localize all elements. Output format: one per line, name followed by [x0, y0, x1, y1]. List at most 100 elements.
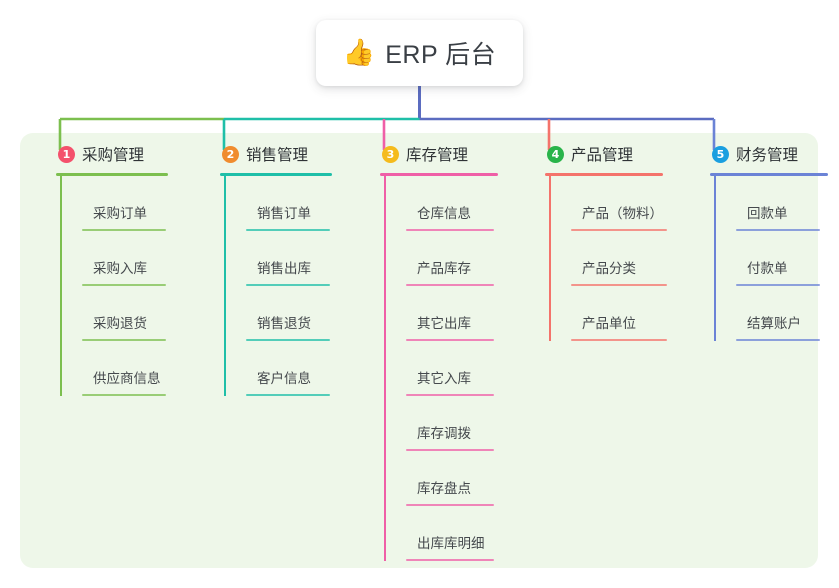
leaf-node[interactable]: 产品（物料） — [549, 176, 667, 231]
leaf-node[interactable]: 付款单 — [714, 231, 828, 286]
leaf-node[interactable]: 出库库明细 — [384, 506, 498, 561]
leaf-node-label: 回款单 — [747, 206, 788, 221]
leaf-node[interactable]: 库存盘点 — [384, 451, 498, 506]
root-node-card[interactable]: 👍 ERP 后台 — [316, 20, 523, 86]
leaf-node-label: 产品（物料） — [582, 206, 663, 221]
leaf-node-underline — [736, 229, 820, 231]
leaf-node-underline — [571, 339, 667, 341]
leaf-node[interactable]: 销售订单 — [224, 176, 332, 231]
leaf-node-label: 销售订单 — [257, 206, 311, 221]
column-items: 回款单付款单结算账户 — [692, 176, 828, 341]
leaf-node-label: 产品单位 — [582, 316, 636, 331]
leaf-node[interactable]: 产品单位 — [549, 286, 667, 341]
column-underline — [710, 173, 828, 176]
leaf-node-underline — [406, 449, 494, 451]
leaf-node-underline — [571, 284, 667, 286]
column-header-1[interactable]: 1 采购管理 — [38, 142, 168, 166]
leaf-node[interactable]: 采购退货 — [60, 286, 168, 341]
thumbs-up-icon: 👍 — [342, 38, 376, 68]
column-spine — [60, 176, 62, 396]
leaf-node[interactable]: 产品库存 — [384, 231, 498, 286]
column-header-4[interactable]: 4 产品管理 — [527, 142, 663, 166]
leaf-node[interactable]: 客户信息 — [224, 341, 332, 396]
content-panel — [20, 133, 818, 568]
leaf-node[interactable]: 供应商信息 — [60, 341, 168, 396]
leaf-node-underline — [406, 284, 494, 286]
column-number-badge: 3 — [382, 145, 399, 163]
leaf-node-underline — [406, 229, 494, 231]
column-title: 采购管理 — [82, 147, 145, 164]
column-spine — [224, 176, 226, 396]
leaf-node-label: 采购退货 — [93, 316, 147, 331]
column-5: 5 财务管理回款单付款单结算账户 — [692, 142, 828, 341]
column-title: 销售管理 — [246, 147, 309, 164]
column-header-2[interactable]: 2 销售管理 — [202, 142, 332, 166]
column-number-badge: 4 — [547, 145, 564, 163]
column-2: 2 销售管理销售订单销售出库销售退货客户信息 — [202, 142, 332, 396]
leaf-node-label: 销售退货 — [257, 316, 311, 331]
leaf-node-underline — [736, 339, 820, 341]
leaf-node-underline — [82, 394, 166, 396]
column-items: 销售订单销售出库销售退货客户信息 — [202, 176, 332, 396]
leaf-node-underline — [406, 559, 494, 561]
leaf-node-underline — [406, 394, 494, 396]
column-3: 3 库存管理仓库信息产品库存其它出库其它入库库存调拨库存盘点出库库明细 — [362, 142, 498, 561]
leaf-node-label: 采购订单 — [93, 206, 147, 221]
leaf-node-underline — [246, 229, 330, 231]
leaf-node-label: 库存调拨 — [417, 426, 471, 441]
column-number-badge: 5 — [712, 145, 729, 163]
leaf-node-label: 销售出库 — [257, 261, 311, 276]
leaf-node-underline — [246, 284, 330, 286]
leaf-node[interactable]: 销售出库 — [224, 231, 332, 286]
leaf-node-underline — [82, 229, 166, 231]
leaf-node-label: 采购入库 — [93, 261, 147, 276]
column-4: 4 产品管理产品（物料） 产品分类产品单位 — [527, 142, 667, 341]
leaf-node[interactable]: 结算账户 — [714, 286, 828, 341]
leaf-node[interactable]: 其它出库 — [384, 286, 498, 341]
leaf-node[interactable]: 采购订单 — [60, 176, 168, 231]
column-spine — [384, 176, 386, 561]
leaf-node-underline — [736, 284, 820, 286]
leaf-node-underline — [246, 394, 330, 396]
leaf-node[interactable]: 采购入库 — [60, 231, 168, 286]
column-items: 采购订单采购入库采购退货供应商信息 — [38, 176, 168, 396]
leaf-node[interactable]: 回款单 — [714, 176, 828, 231]
leaf-node-label: 产品分类 — [582, 261, 636, 276]
column-underline — [56, 173, 168, 176]
column-underline — [380, 173, 498, 176]
column-underline — [220, 173, 332, 176]
leaf-node-underline — [246, 339, 330, 341]
column-1: 1 采购管理采购订单采购入库采购退货供应商信息 — [38, 142, 168, 396]
leaf-node-label: 其它出库 — [417, 316, 471, 331]
leaf-node-label: 仓库信息 — [417, 206, 471, 221]
leaf-node-label: 客户信息 — [257, 371, 311, 386]
root-node-title: ERP 后台 — [385, 41, 497, 69]
leaf-node[interactable]: 仓库信息 — [384, 176, 498, 231]
leaf-node-label: 结算账户 — [747, 316, 801, 331]
leaf-node-label: 库存盘点 — [417, 481, 471, 496]
leaf-node[interactable]: 库存调拨 — [384, 396, 498, 451]
leaf-node-underline — [571, 229, 667, 231]
column-title: 产品管理 — [571, 147, 634, 164]
leaf-node[interactable]: 销售退货 — [224, 286, 332, 341]
column-number-badge: 1 — [58, 145, 75, 163]
column-spine — [549, 176, 551, 341]
leaf-node-label: 供应商信息 — [93, 371, 161, 386]
leaf-node-label: 产品库存 — [417, 261, 471, 276]
column-items: 仓库信息产品库存其它出库其它入库库存调拨库存盘点出库库明细 — [362, 176, 498, 561]
leaf-node-underline — [82, 284, 166, 286]
column-header-5[interactable]: 5 财务管理 — [692, 142, 828, 166]
leaf-node-underline — [406, 339, 494, 341]
column-number-badge: 2 — [222, 145, 239, 163]
column-header-3[interactable]: 3 库存管理 — [362, 142, 498, 166]
leaf-node-underline — [406, 504, 494, 506]
leaf-node[interactable]: 产品分类 — [549, 231, 667, 286]
column-title: 财务管理 — [736, 147, 799, 164]
column-underline — [545, 173, 663, 176]
column-title: 库存管理 — [406, 147, 469, 164]
leaf-node[interactable]: 其它入库 — [384, 341, 498, 396]
column-items: 产品（物料） 产品分类产品单位 — [527, 176, 667, 341]
leaf-node-label: 出库库明细 — [417, 536, 485, 551]
column-spine — [714, 176, 716, 341]
